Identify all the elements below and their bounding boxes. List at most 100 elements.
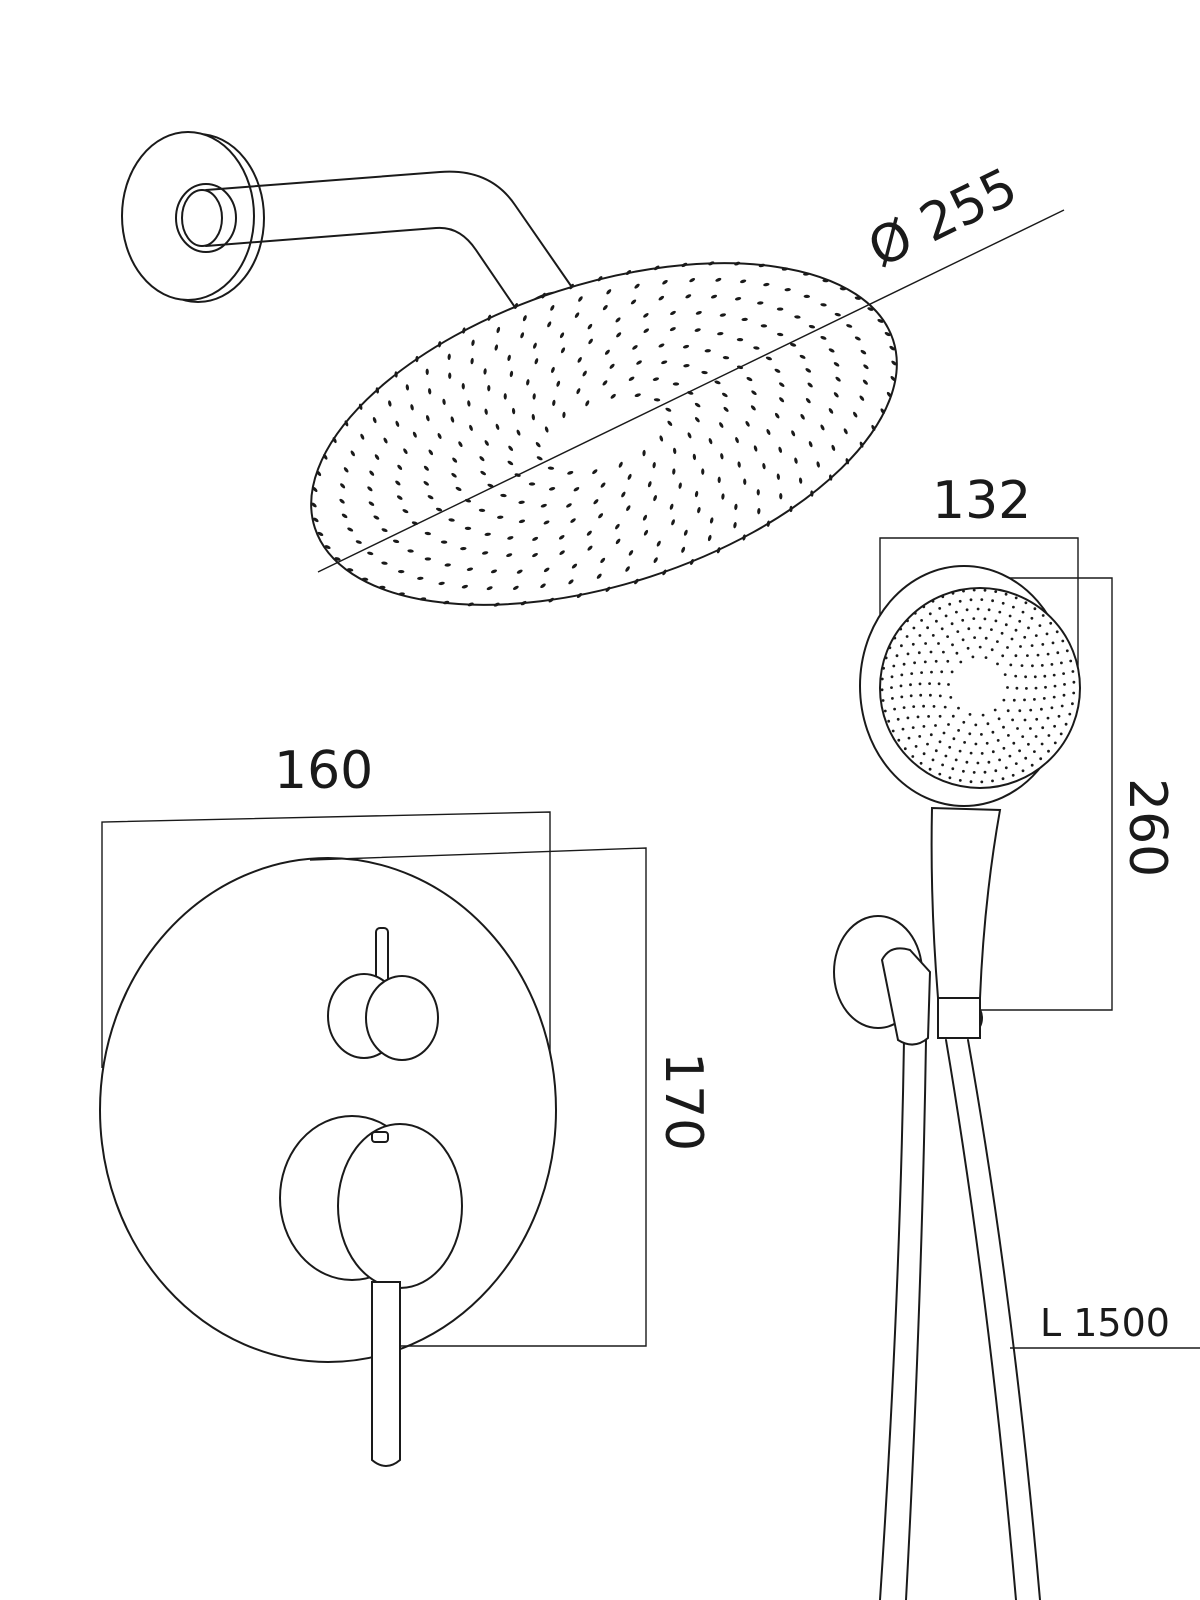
nozzle [634, 578, 639, 585]
hand-nozzle [998, 758, 1001, 762]
hand-nozzle [903, 747, 907, 751]
hand-nozzle [902, 662, 906, 666]
hand-nozzle [922, 752, 926, 756]
hand-nozzle [1033, 750, 1036, 753]
nozzle [381, 561, 388, 565]
nozzle [478, 508, 486, 512]
nozzle [528, 482, 536, 486]
nozzle [437, 433, 442, 439]
hose-right-inner [967, 1039, 1041, 1600]
hand-nozzle [941, 763, 944, 767]
nozzle [776, 307, 784, 311]
hand-nozzle [1059, 732, 1063, 736]
nozzle [672, 468, 676, 475]
hand-nozzle [1012, 741, 1016, 745]
nozzle [496, 326, 501, 334]
hand-nozzle [980, 598, 984, 601]
hand-nozzle [929, 733, 933, 737]
nozzle [427, 495, 434, 500]
nozzle [653, 557, 658, 563]
nozzle [810, 490, 814, 497]
nozzle [487, 314, 492, 321]
nozzle [636, 360, 642, 365]
hand-nozzle [983, 617, 987, 621]
hand-nozzle [887, 719, 891, 723]
nozzle [805, 398, 811, 404]
hand-nozzle [961, 638, 965, 642]
nozzle [423, 481, 429, 486]
hand-nozzle [940, 627, 944, 631]
hand-nozzle [947, 723, 950, 726]
hand-nozzle [980, 752, 984, 755]
hand-nozzle [990, 628, 993, 631]
nozzle [665, 407, 672, 412]
nozzle [410, 404, 414, 411]
nozzle [678, 482, 682, 489]
hand-nozzle [910, 672, 914, 675]
hand-nozzle [907, 736, 911, 740]
nozzle [610, 393, 616, 399]
hand-nozzle [927, 715, 930, 718]
nozzle [518, 519, 526, 524]
nozzle [632, 345, 638, 350]
nozzle [495, 423, 500, 430]
nozzle [859, 441, 864, 448]
nozzle [789, 505, 793, 513]
hand-nozzle [1071, 702, 1074, 706]
nozzle [334, 557, 341, 561]
hand-nozzle [969, 780, 973, 784]
nozzle [461, 584, 468, 589]
hand-nozzle [959, 660, 963, 664]
nozzle [625, 270, 632, 276]
hand-nozzle [944, 614, 948, 618]
nozzle [715, 277, 722, 282]
nozzle [425, 415, 430, 422]
nozzle [741, 317, 748, 322]
hand-nozzle [1018, 619, 1022, 623]
nozzle [490, 569, 498, 574]
hand-nozzle [997, 717, 1001, 721]
nozzle [367, 486, 373, 492]
nozzle [360, 433, 365, 440]
nozzle [392, 539, 400, 544]
hand-nozzle [1033, 698, 1036, 701]
hand-nozzle [1014, 674, 1018, 678]
nozzle [577, 357, 582, 363]
shower-arm-lower [205, 226, 526, 323]
nozzle [532, 393, 536, 400]
hand-nozzle [1069, 659, 1073, 663]
hand-nozzle [994, 769, 998, 773]
hand-nozzle [918, 735, 922, 738]
overhead-diameter-label: Ø 255 [859, 157, 1026, 280]
hand-nozzle [919, 693, 923, 697]
nozzle [587, 545, 593, 551]
nozzle [658, 343, 665, 348]
nozzle [615, 523, 620, 530]
hand-nozzle [1042, 697, 1046, 700]
hand-nozzle [901, 727, 905, 731]
hand-nozzle [896, 717, 900, 721]
nozzle [605, 586, 611, 592]
hand-nozzle [1038, 624, 1042, 627]
wall-holder [833, 915, 932, 1046]
nozzle [662, 279, 668, 285]
nozzle [497, 515, 504, 519]
nozzle [548, 487, 556, 491]
nozzle [484, 440, 489, 446]
nozzle [719, 313, 726, 317]
nozzle [587, 323, 593, 330]
hand-nozzle [880, 688, 884, 692]
hand-nozzle [958, 779, 962, 782]
nozzle [779, 493, 783, 500]
nozzle [634, 393, 641, 397]
hand-nozzle [931, 599, 935, 603]
nozzle [508, 445, 514, 452]
nozzle [438, 341, 442, 348]
hand-nozzle [1008, 614, 1012, 618]
hand-nozzle [937, 682, 941, 686]
hand-nozzle [1047, 734, 1051, 737]
nozzle [412, 431, 417, 438]
nozzle [455, 486, 462, 491]
hand-nozzle [1047, 749, 1050, 753]
hand-nozzle [1041, 614, 1045, 617]
